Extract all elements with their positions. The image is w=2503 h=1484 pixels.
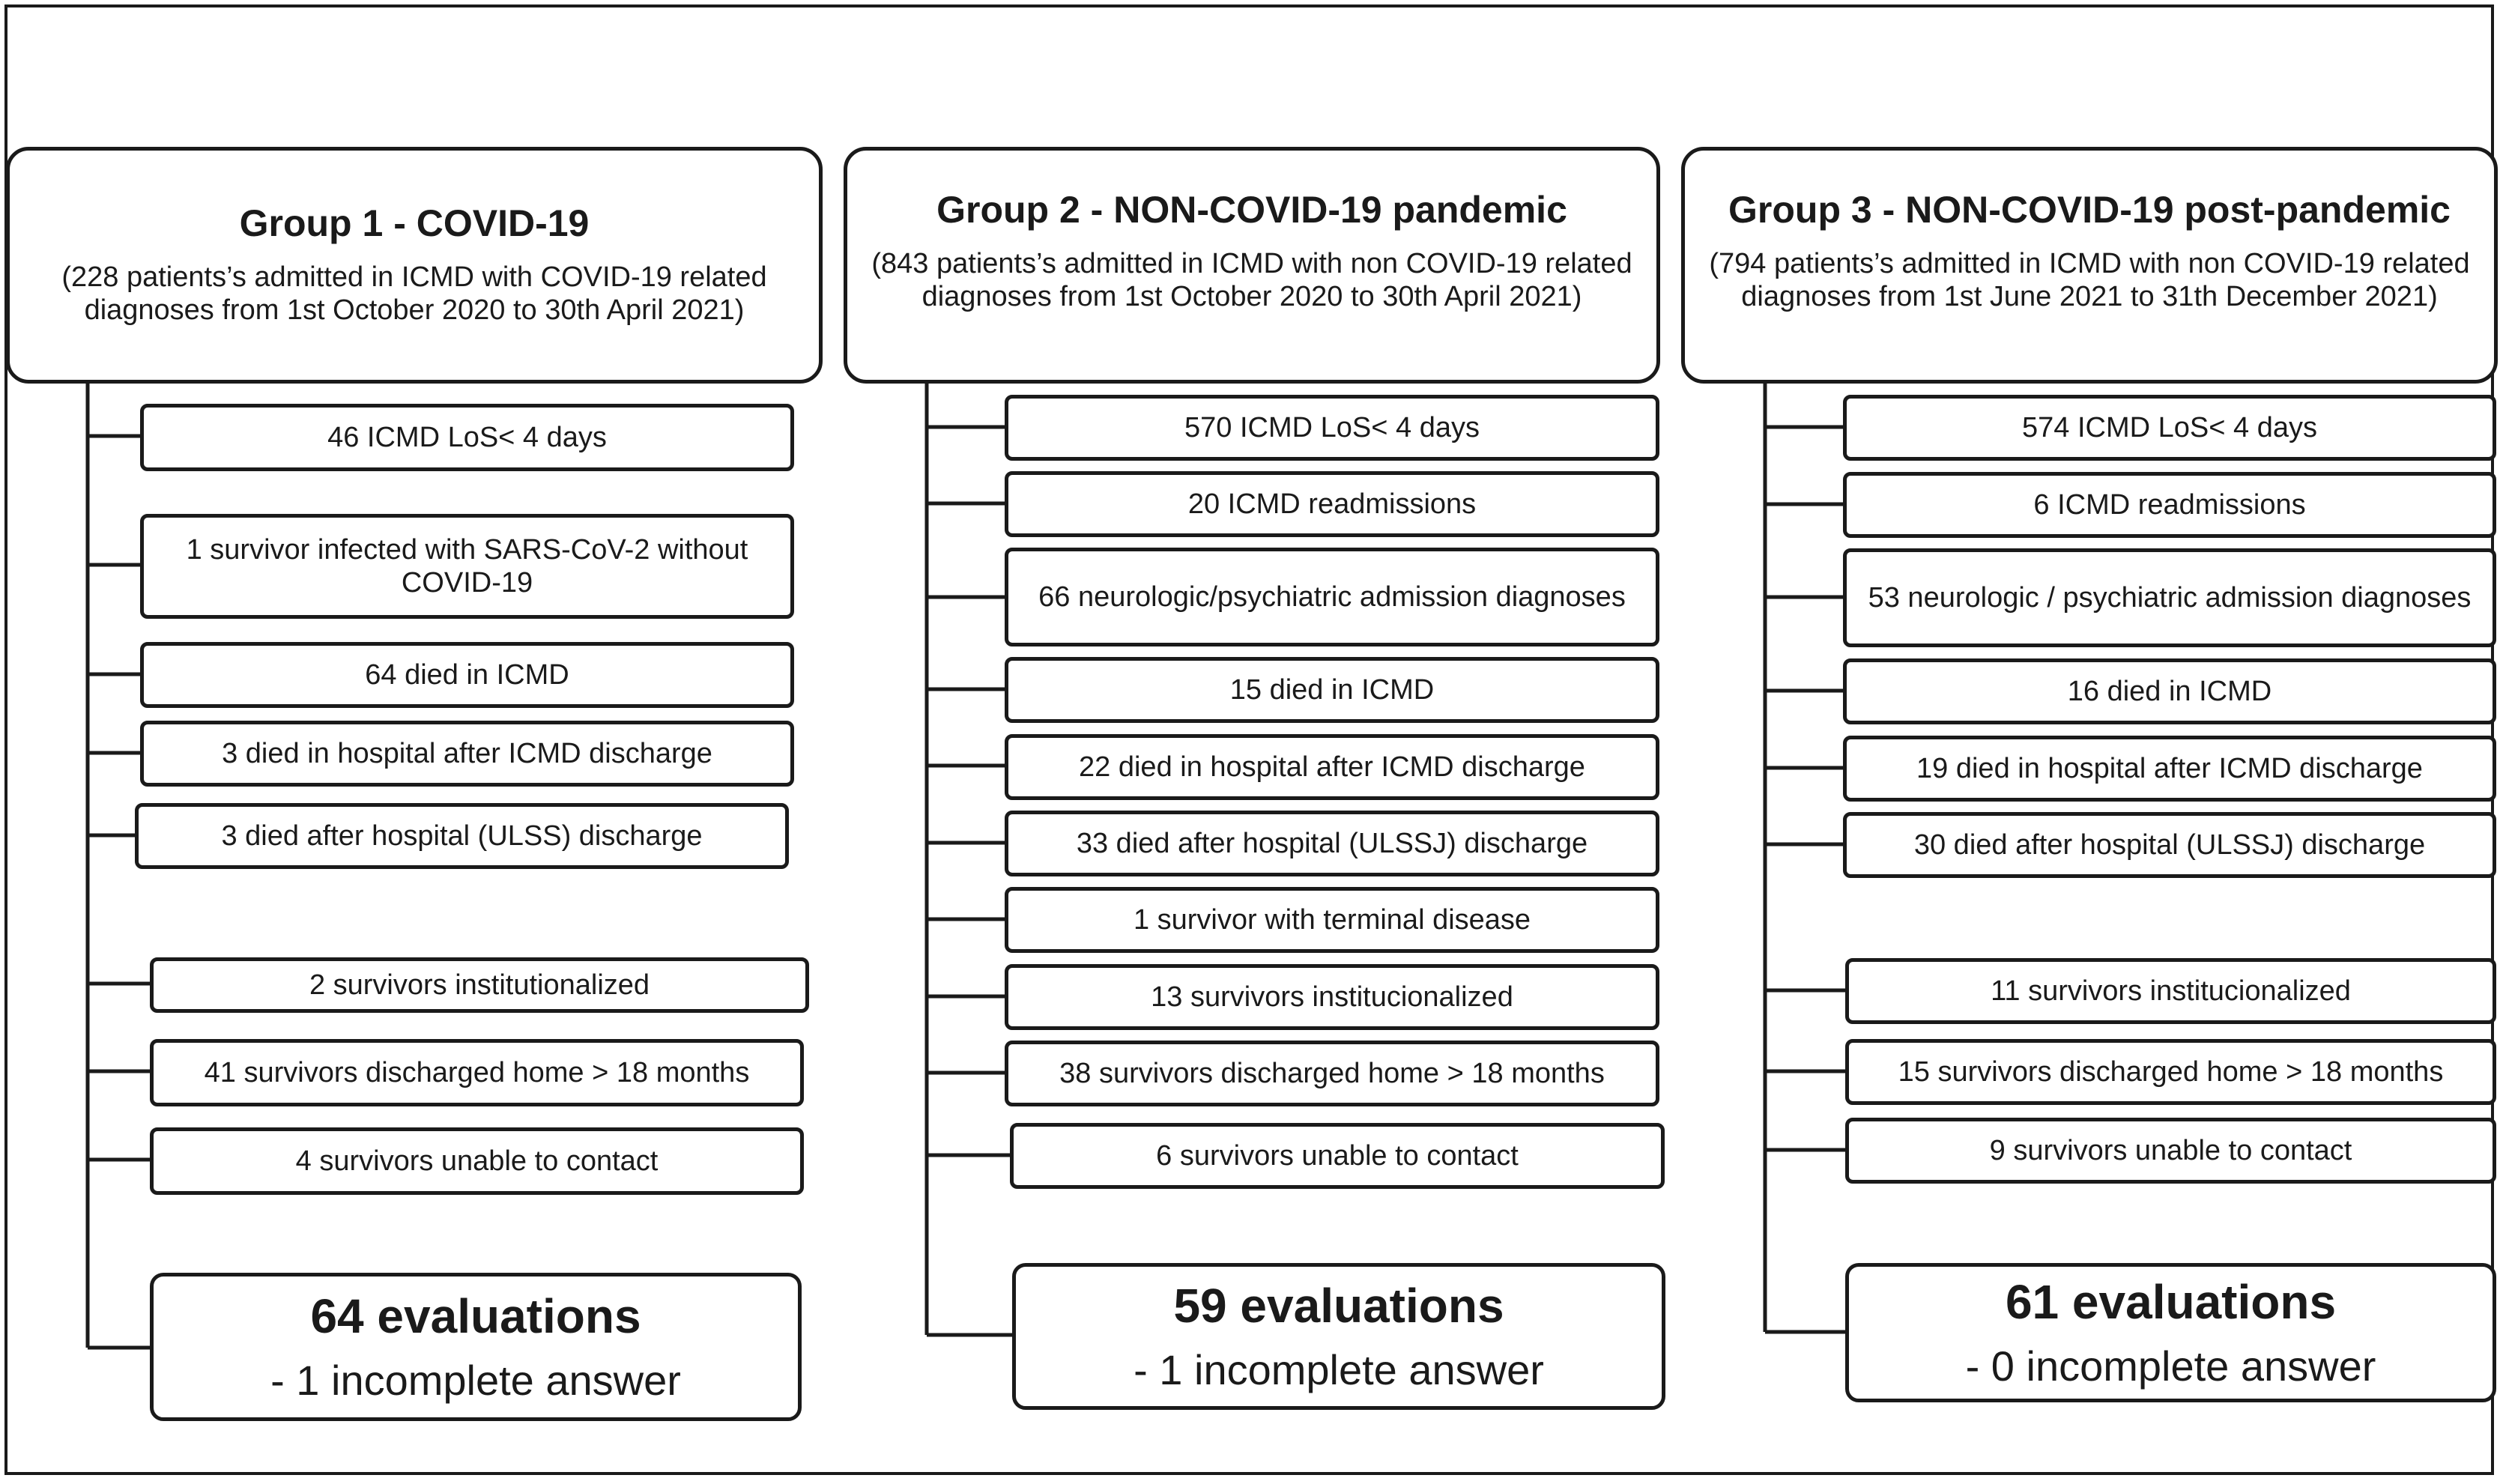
- group-2-item-unable-contact: 6 survivors unable to contact: [1010, 1123, 1665, 1189]
- group-2-item-terminal-disease: 1 survivor with terminal disease: [1005, 887, 1659, 953]
- group-2-subtitle: (843 patients’s admitted in ICMD with no…: [871, 248, 1632, 313]
- group-3-item-neuro-psych: 53 neurologic / psychiatric admission di…: [1843, 548, 2496, 647]
- group-2-item-died-after-discharge: 33 died after hospital (ULSSJ) discharge: [1005, 811, 1659, 876]
- group-3-incomplete-note: - 0 incomplete answer: [1965, 1342, 2376, 1390]
- group-1-evaluations-count: 64 evaluations: [310, 1289, 641, 1343]
- group-3-evaluations-box: 61 evaluations - 0 incomplete answer: [1845, 1263, 2496, 1402]
- group-3-item-readmissions: 6 ICMD readmissions: [1843, 472, 2496, 538]
- group-3-item-died-icmd: 16 died in ICMD: [1843, 658, 2496, 724]
- group-3-item-discharged-home: 15 survivors discharged home > 18 months: [1845, 1039, 2496, 1105]
- group-1-item-died-hospital: 3 died in hospital after ICMD discharge: [140, 721, 794, 787]
- group-1-item-los: 46 ICMD LoS< 4 days: [140, 404, 794, 471]
- group-3-subtitle: (794 patients’s admitted in ICMD with no…: [1709, 248, 2470, 313]
- group-3-item-unable-contact: 9 survivors unable to contact: [1845, 1118, 2496, 1184]
- group-2-evaluations-box: 59 evaluations - 1 incomplete answer: [1012, 1263, 1665, 1410]
- group-1-item-institutionalized: 2 survivors institutionalized: [150, 957, 809, 1013]
- group-3-evaluations-count: 61 evaluations: [2005, 1275, 2337, 1329]
- group-2-item-institucionalized: 13 survivors institucionalized: [1005, 964, 1659, 1030]
- group-1-item-discharged-home: 41 survivors discharged home > 18 months: [150, 1039, 804, 1106]
- group-2-item-los: 570 ICMD LoS< 4 days: [1005, 395, 1659, 461]
- group-2-incomplete-note: - 1 incomplete answer: [1134, 1346, 1544, 1394]
- group-1-item-died-icmd: 64 died in ICMD: [140, 642, 794, 708]
- group-1-item-died-after-discharge: 3 died after hospital (ULSS) discharge: [135, 803, 789, 869]
- group-1-title: Group 1 - COVID-19: [239, 202, 590, 244]
- group-2-evaluations-count: 59 evaluations: [1173, 1279, 1504, 1333]
- group-1-evaluations-box: 64 evaluations - 1 incomplete answer: [150, 1273, 802, 1421]
- group-2-title: Group 2 - NON-COVID-19 pandemic: [936, 189, 1567, 231]
- group-2-item-discharged-home: 38 survivors discharged home > 18 months: [1005, 1041, 1659, 1106]
- group-1-item-unable-contact: 4 survivors unable to contact: [150, 1127, 804, 1195]
- group-3-header: Group 3 - NON-COVID-19 post-pandemic (79…: [1681, 147, 2498, 384]
- group-3-item-died-after-discharge: 30 died after hospital (ULSSJ) discharge: [1843, 812, 2496, 878]
- group-2-item-died-hospital: 22 died in hospital after ICMD discharge: [1005, 734, 1659, 800]
- group-1-item-sars-cov-2: 1 survivor infected with SARS-CoV-2 with…: [140, 514, 794, 619]
- group-2-header: Group 2 - NON-COVID-19 pandemic (843 pat…: [844, 147, 1660, 384]
- group-1-header: Group 1 - COVID-19 (228 patients’s admit…: [6, 147, 823, 384]
- group-1-incomplete-note: - 1 incomplete answer: [270, 1357, 681, 1405]
- group-3-item-died-hospital: 19 died in hospital after ICMD discharge: [1843, 736, 2496, 802]
- group-1-subtitle: (228 patients’s admitted in ICMD with CO…: [61, 261, 767, 327]
- group-3-item-institucionalized: 11 survivors institucionalized: [1845, 958, 2496, 1024]
- group-2-item-neuro-psych: 66 neurologic/psychiatric admission diag…: [1005, 548, 1659, 646]
- group-3-item-los: 574 ICMD LoS< 4 days: [1843, 395, 2496, 461]
- group-2-item-readmissions: 20 ICMD readmissions: [1005, 471, 1659, 537]
- group-3-title: Group 3 - NON-COVID-19 post-pandemic: [1728, 189, 2451, 231]
- group-2-item-died-icmd: 15 died in ICMD: [1005, 657, 1659, 723]
